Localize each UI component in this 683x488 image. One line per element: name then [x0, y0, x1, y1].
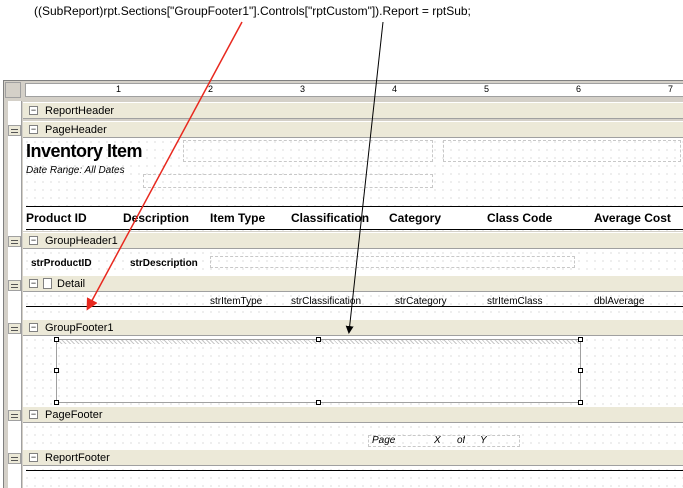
- code-line: ((SubReport)rpt.Sections["GroupFooter1"]…: [34, 4, 471, 18]
- section-page-header[interactable]: − PageHeader: [23, 121, 683, 138]
- collapse-icon[interactable]: −: [29, 235, 38, 245]
- section-label: GroupHeader1: [45, 235, 118, 247]
- group-footer-body[interactable]: [23, 336, 683, 408]
- header-rule: [26, 206, 683, 207]
- placeholder-box[interactable]: [183, 140, 433, 162]
- page-footer-body[interactable]: Page X of Y: [23, 423, 683, 449]
- resize-handle[interactable]: [54, 337, 59, 342]
- placeholder-box[interactable]: [143, 174, 433, 188]
- field-dblaverage[interactable]: dblAverage: [594, 296, 645, 307]
- ruler-mark: 3: [300, 84, 306, 94]
- report-designer[interactable]: 1 2 3 4 5 6 7 − ReportHeader − PageHeade…: [3, 80, 683, 488]
- group-header-body[interactable]: strProductID strDescription: [23, 249, 683, 275]
- section-label: GroupFooter1: [45, 322, 114, 334]
- field-strclassification[interactable]: strClassification: [291, 296, 362, 307]
- section-label: PageFooter: [45, 409, 103, 421]
- page-label[interactable]: Page: [372, 435, 396, 446]
- section-grip[interactable]: [8, 323, 21, 334]
- horizontal-ruler: 1 2 3 4 5 6 7: [25, 83, 683, 97]
- detail-body[interactable]: strItemType strClassification strCategor…: [23, 292, 683, 319]
- section-report-footer[interactable]: − ReportFooter: [23, 449, 683, 466]
- collapse-icon[interactable]: −: [29, 105, 38, 115]
- ruler-mark: 4: [392, 84, 398, 94]
- page-x-field[interactable]: X: [434, 435, 441, 446]
- footer-rule: [26, 470, 683, 471]
- detail-rule: [26, 306, 683, 307]
- collapse-icon[interactable]: −: [29, 322, 38, 332]
- detail-section-icon: [43, 278, 52, 289]
- section-group-header[interactable]: − GroupHeader1: [23, 232, 683, 249]
- column-header-product-id[interactable]: Product ID: [26, 211, 87, 225]
- section-grip[interactable]: [8, 280, 21, 291]
- section-label: ReportHeader: [45, 105, 115, 117]
- section-label: Detail: [57, 278, 86, 290]
- date-range-label[interactable]: Date Range: All Dates: [26, 165, 125, 176]
- field-strproductid[interactable]: strProductID: [31, 258, 92, 269]
- column-header-row: Product ID Description Item Type Classif…: [23, 209, 683, 227]
- collapse-icon[interactable]: −: [29, 452, 38, 462]
- column-header-average-cost[interactable]: Average Cost: [594, 211, 671, 225]
- column-header-class-code[interactable]: Class Code: [487, 211, 553, 225]
- placeholder-box[interactable]: [210, 256, 575, 268]
- page-number-box[interactable]: [368, 435, 520, 447]
- resize-handle[interactable]: [578, 368, 583, 373]
- header-rule: [26, 229, 683, 230]
- column-header-item-type[interactable]: Item Type: [210, 211, 266, 225]
- section-label: PageHeader: [45, 124, 107, 136]
- report-title[interactable]: Inventory Item: [26, 141, 143, 161]
- collapse-icon[interactable]: −: [29, 278, 38, 288]
- section-grip[interactable]: [8, 236, 21, 247]
- field-strdescription[interactable]: strDescription: [130, 258, 198, 269]
- field-strcategory[interactable]: strCategory: [395, 296, 447, 307]
- section-page-footer[interactable]: − PageFooter: [23, 406, 683, 423]
- ruler-mark: 5: [484, 84, 490, 94]
- placeholder-box[interactable]: [443, 140, 681, 162]
- collapse-icon[interactable]: −: [29, 409, 38, 419]
- section-report-header[interactable]: − ReportHeader: [23, 102, 683, 119]
- ruler-corner: [5, 82, 21, 98]
- ruler-mark: 7: [668, 84, 674, 94]
- vertical-ruler: [8, 101, 22, 488]
- field-stritemclass[interactable]: strItemClass: [487, 296, 543, 307]
- ruler-mark: 1: [116, 84, 122, 94]
- page-of-label[interactable]: of: [457, 435, 466, 446]
- section-detail[interactable]: − Detail: [23, 275, 683, 292]
- resize-handle[interactable]: [54, 368, 59, 373]
- collapse-icon[interactable]: −: [29, 124, 38, 134]
- ruler-mark: 2: [208, 84, 214, 94]
- section-grip[interactable]: [8, 410, 21, 421]
- ruler-mark: 6: [576, 84, 582, 94]
- section-group-footer[interactable]: − GroupFooter1: [23, 319, 683, 336]
- report-footer-body[interactable]: [23, 466, 683, 488]
- column-header-classification[interactable]: Classification: [291, 211, 370, 225]
- column-header-category[interactable]: Category: [389, 211, 442, 225]
- page-y-field[interactable]: Y: [480, 435, 487, 446]
- resize-handle[interactable]: [316, 337, 321, 342]
- resize-handle[interactable]: [54, 400, 59, 405]
- column-header-description[interactable]: Description: [123, 211, 190, 225]
- subreport-control[interactable]: [56, 339, 581, 403]
- resize-handle[interactable]: [578, 400, 583, 405]
- section-grip[interactable]: [8, 453, 21, 464]
- section-grip[interactable]: [8, 125, 21, 136]
- resize-handle[interactable]: [578, 337, 583, 342]
- resize-handle[interactable]: [316, 400, 321, 405]
- section-label: ReportFooter: [45, 452, 110, 464]
- page-header-body[interactable]: Inventory Item Date Range: All Dates Pro…: [23, 138, 683, 231]
